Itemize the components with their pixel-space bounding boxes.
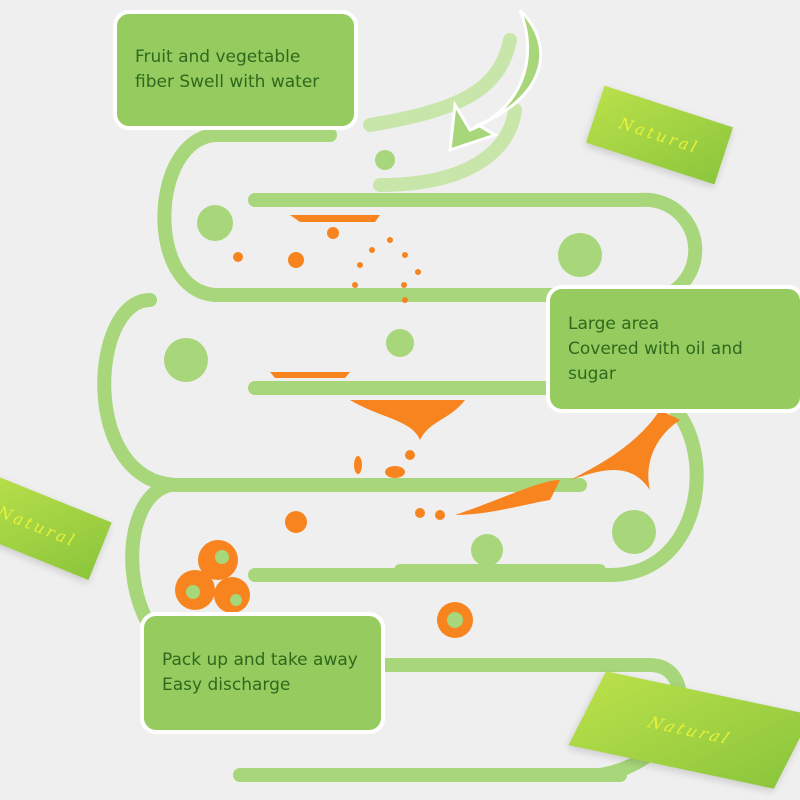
packet-label: Natural bbox=[0, 501, 80, 551]
speech-bubble-discharge: Pack up and take away Easy discharge bbox=[140, 612, 385, 734]
fiber-particles bbox=[164, 150, 656, 566]
entry-tube-lower bbox=[373, 103, 522, 192]
bubble-text-line1: Fruit and vegetable bbox=[135, 47, 301, 67]
packet-label: Natural bbox=[644, 712, 736, 748]
bubble-text-line1: Pack up and take away bbox=[162, 650, 358, 670]
packet-label: Natural bbox=[616, 113, 703, 157]
entry-tube bbox=[363, 33, 517, 132]
bubble-text-line2: Easy discharge bbox=[162, 675, 291, 695]
bubble-text-line2: Covered with oil and sugar bbox=[568, 338, 743, 384]
bubble-text-line1: Large area bbox=[568, 313, 660, 334]
arrow-icon bbox=[448, 8, 543, 153]
oil-drops bbox=[175, 215, 680, 638]
speech-bubble-area: Large area Covered with oil and sugar bbox=[546, 285, 800, 413]
bubble-text-line2: fiber Swell with water bbox=[135, 72, 320, 92]
speech-bubble-fiber: Fruit and vegetable fiber Swell with wat… bbox=[113, 10, 358, 130]
